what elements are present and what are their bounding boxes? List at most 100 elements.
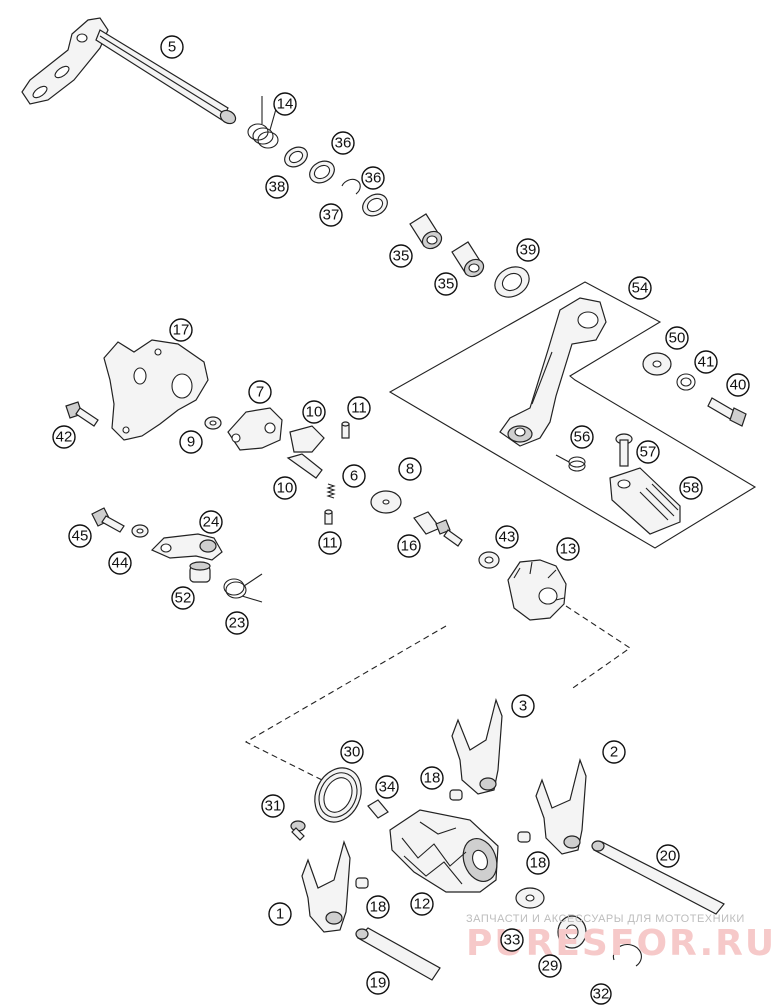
svg-text:54: 54 (632, 280, 649, 297)
svg-text:45: 45 (72, 528, 89, 545)
callout-10-upper: 10 (302, 400, 326, 424)
callout-36-lower: 36 (361, 166, 385, 190)
svg-text:35: 35 (438, 276, 455, 293)
svg-text:19: 19 (370, 975, 387, 992)
callout-39: 39 (516, 238, 540, 262)
svg-text:33: 33 (504, 932, 521, 949)
svg-text:18: 18 (530, 855, 547, 872)
retaining-ring-41 (676, 373, 696, 391)
fork-shaft-19 (355, 927, 441, 981)
svg-text:57: 57 (640, 444, 657, 461)
svg-text:6: 6 (350, 468, 358, 485)
svg-text:2: 2 (610, 744, 618, 761)
shift-lever-part (499, 297, 607, 447)
washer-43 (478, 551, 500, 569)
callout-7: 7 (248, 380, 272, 404)
needle-bearing-35-lower (451, 241, 485, 278)
svg-text:38: 38 (269, 179, 286, 196)
spring-6 (326, 483, 336, 499)
svg-text:58: 58 (683, 480, 700, 497)
svg-text:10: 10 (306, 404, 323, 421)
pin-57 (615, 433, 633, 467)
svg-text:10: 10 (277, 480, 294, 497)
svg-text:37: 37 (323, 207, 340, 224)
svg-text:41: 41 (698, 354, 715, 371)
callout-57: 57 (636, 440, 660, 464)
callout-42: 42 (52, 425, 76, 449)
pin-11-lower (324, 509, 333, 525)
callout-11-upper: 11 (347, 396, 371, 420)
washer-38 (284, 146, 308, 168)
callout-33: 33 (500, 928, 524, 952)
pin-11-upper (341, 421, 350, 439)
screw-31 (290, 820, 306, 841)
spring-part-14 (247, 96, 279, 149)
svg-text:20: 20 (660, 848, 677, 865)
shift-fork-2 (535, 757, 587, 855)
svg-text:5: 5 (168, 39, 176, 56)
shift-fork-1 (301, 840, 351, 933)
svg-text:13: 13 (560, 541, 577, 558)
callout-18-middle: 18 (526, 851, 550, 875)
bolt-40 (707, 397, 747, 427)
callout-17: 17 (169, 318, 193, 342)
callout-58: 58 (679, 476, 703, 500)
circlip-37 (341, 178, 361, 195)
svg-text:35: 35 (393, 248, 410, 265)
shift-tip-58 (609, 467, 681, 535)
svg-text:11: 11 (351, 400, 367, 417)
washer-9 (204, 416, 222, 430)
callout-3: 3 (511, 694, 535, 718)
washer-36-upper (309, 160, 335, 184)
svg-text:40: 40 (730, 377, 747, 394)
roller-18-upper (449, 789, 463, 801)
callout-40: 40 (726, 373, 750, 397)
svg-text:11: 11 (322, 535, 338, 552)
pawl-10-upper (289, 425, 325, 453)
svg-text:12: 12 (414, 896, 431, 913)
callout-56: 56 (570, 425, 594, 449)
svg-text:17: 17 (173, 322, 190, 339)
svg-text:18: 18 (370, 899, 387, 916)
svg-text:50: 50 (669, 330, 686, 347)
shaft-seal-39 (494, 266, 530, 298)
callout-6: 6 (342, 464, 366, 488)
svg-text:56: 56 (574, 429, 591, 446)
roller-52 (189, 561, 211, 583)
needle-bearing-35-upper (409, 213, 443, 250)
svg-text:36: 36 (335, 135, 352, 152)
watermark-caption: ЗАПЧАСТИ И АКСЕССУАРЫ ДЛЯ МОТОТЕХНИКИ (466, 913, 745, 925)
callout-8: 8 (398, 457, 422, 481)
callout-29: 29 (538, 954, 562, 978)
svg-text:42: 42 (56, 429, 73, 446)
callout-43: 43 (495, 525, 519, 549)
kit-54-outline (388, 281, 757, 549)
callout-13: 13 (556, 537, 580, 561)
callout-44: 44 (108, 551, 132, 575)
callout-52: 52 (171, 586, 195, 610)
svg-text:3: 3 (519, 698, 527, 715)
circlip-32 (612, 944, 642, 967)
svg-text:1: 1 (276, 906, 284, 923)
callout-36-upper: 36 (331, 131, 355, 155)
callout-34: 34 (375, 775, 399, 799)
assembly-line-lower (244, 625, 447, 783)
callout-5: 5 (160, 35, 184, 59)
callout-16: 16 (397, 534, 421, 558)
shift-drum-12 (389, 809, 499, 893)
svg-text:18: 18 (424, 770, 441, 787)
washer-8 (370, 490, 402, 514)
callout-31: 31 (261, 794, 285, 818)
svg-text:29: 29 (542, 958, 559, 975)
shift-star-13 (507, 559, 567, 621)
roller-18-lower (355, 877, 369, 889)
bolt-45 (91, 507, 125, 533)
svg-text:34: 34 (379, 779, 396, 796)
callout-35-upper: 35 (389, 244, 413, 268)
callout-41: 41 (694, 350, 718, 374)
callout-35-lower: 35 (434, 272, 458, 296)
stud-bolt-16 (413, 511, 463, 547)
callout-38: 38 (265, 175, 289, 199)
svg-text:9: 9 (187, 434, 195, 451)
